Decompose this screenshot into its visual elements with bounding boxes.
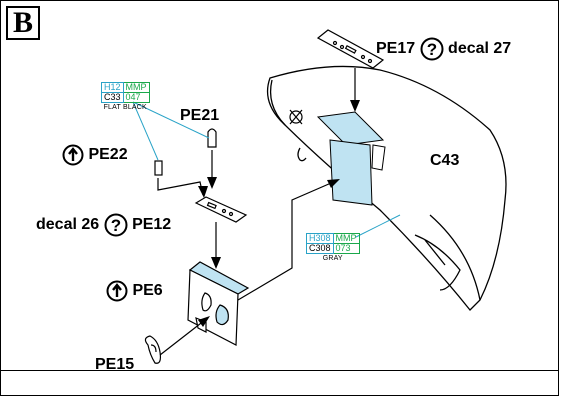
svg-text:?: ? [426, 40, 436, 59]
pe22-label: PE22 [88, 146, 128, 164]
pe22-callout: PE22 [62, 144, 128, 166]
paint-callout-flat-black: H12 MMP C33 047 FLAT BLACK [101, 82, 150, 112]
paint-name: FLAT BLACK [103, 104, 147, 111]
gunze-code: C308 [306, 243, 334, 254]
mmp-label: MMP [122, 82, 150, 93]
panel-divider [0, 370, 559, 371]
bend-arrow-circle-icon [106, 280, 128, 302]
pe21-label: PE21 [180, 107, 220, 124]
decal26-label: decal 26 [36, 216, 100, 234]
humbrol-code: H308 [306, 233, 334, 244]
gunze-code: C33 [101, 92, 124, 103]
c43-bolt [289, 109, 303, 125]
pe6-part [187, 261, 250, 346]
pe6-callout: PE6 [106, 280, 163, 302]
pe12-part [194, 196, 248, 223]
pe6-label: PE6 [132, 282, 163, 300]
pe15-part [144, 335, 162, 364]
pe21-part [207, 128, 217, 148]
pe12-label: PE12 [132, 216, 172, 234]
question-circle-icon: ? [104, 213, 128, 237]
mmp-code: 047 [122, 92, 150, 103]
bend-arrow-circle-icon [62, 144, 84, 166]
paint-name: GRAY [322, 255, 343, 262]
c43-label: C43 [430, 152, 460, 169]
pe17-callout: PE17 ? decal 27 [376, 37, 511, 61]
step-label: B [6, 6, 40, 40]
svg-text:?: ? [110, 216, 120, 235]
question-circle-icon: ? [420, 37, 444, 61]
pe15-label: PE15 [95, 356, 135, 373]
decal27-label: decal 27 [448, 40, 512, 58]
mmp-code: 073 [332, 243, 360, 254]
mmp-label: MMP [332, 233, 360, 244]
c43-highlight [316, 111, 386, 206]
c43-part [266, 65, 507, 311]
pe22-part [154, 160, 163, 176]
pe17-part [316, 29, 385, 69]
pe17-label: PE17 [376, 40, 416, 58]
humbrol-code: H12 [101, 82, 124, 93]
paint-callout-gray: H308 MMP C308 073 GRAY [306, 233, 360, 263]
pe12-callout: decal 26 ? PE12 [36, 213, 171, 237]
